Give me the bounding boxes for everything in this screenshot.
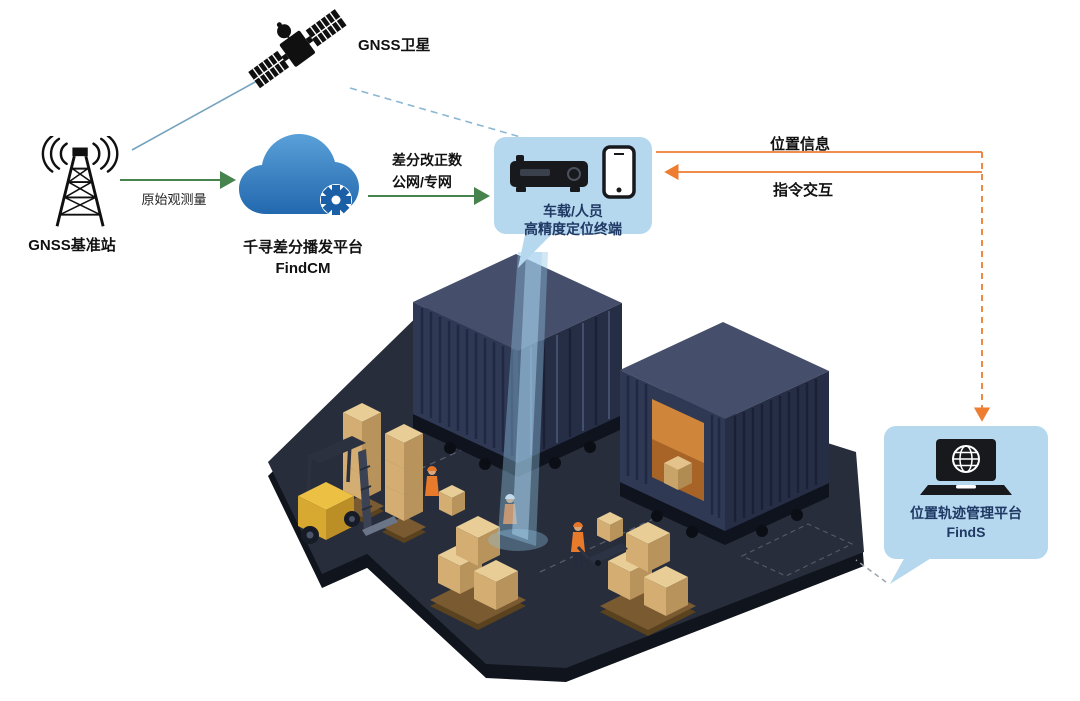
correction-label-line2: 公网/专网 (392, 174, 452, 190)
worker-1 (425, 466, 439, 512)
management-platform-bubble: 位置轨迹管理平台 FindS (884, 426, 1048, 559)
base-station-label: GNSS基准站 (28, 237, 116, 254)
terminal-label-line2: 高精度定位终端 (524, 221, 622, 237)
raw-observation-label: 原始观测量 (141, 192, 207, 207)
correction-label: 差分改正数 公网/专网 (392, 149, 462, 193)
laptop-globe-icon (920, 439, 1012, 504)
terminal-icons (510, 145, 636, 202)
gear-icon (320, 184, 352, 216)
satellite-icon (248, 9, 347, 89)
forklift (298, 436, 398, 544)
positioning-beam (488, 252, 548, 551)
box-stack-center (430, 516, 526, 630)
container-1 (413, 254, 622, 477)
cloud-platform-product: FindCM (275, 260, 331, 277)
box-stack-right (600, 522, 696, 636)
position-info-label: 位置信息 (769, 136, 830, 153)
cloud-platform-caption: 千寻差分播发平台 FindCM (224, 237, 382, 279)
pallet-jack (576, 512, 628, 566)
management-platform-product: FindS (946, 524, 986, 540)
cloud-platform-icon (239, 134, 359, 216)
cloud-platform-name: 千寻差分播发平台 (242, 239, 363, 256)
terminal-label-line1: 车载/人员 (543, 203, 603, 219)
warehouse-scene (268, 252, 864, 682)
correction-label-line1: 差分改正数 (392, 152, 462, 168)
container-2 (620, 322, 829, 545)
terminal-bubble: 车载/人员 高精度定位终端 (494, 137, 652, 237)
vehicle-terminal-icon (510, 155, 588, 192)
base-station-icon (41, 136, 119, 227)
worker-3 (571, 522, 585, 568)
command-exchange-label: 指令交互 (772, 182, 833, 199)
management-platform-name: 位置轨迹管理平台 (910, 505, 1022, 521)
satellite-terminal-link (349, 87, 525, 139)
phone-icon (602, 145, 636, 199)
finds-bubble-tail (890, 555, 936, 584)
terminal-bubble-tail (518, 230, 556, 268)
satellite-station-link (131, 75, 267, 151)
scene-callout-line (855, 559, 887, 583)
satellite-label: GNSS卫星 (358, 37, 431, 54)
